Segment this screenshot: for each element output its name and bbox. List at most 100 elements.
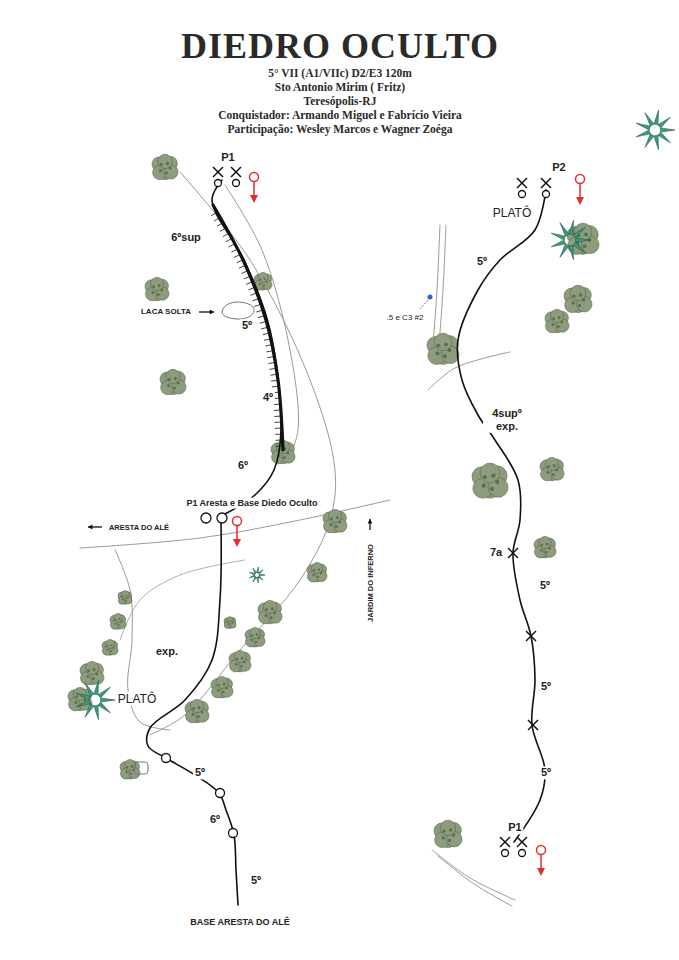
- bolt: [517, 178, 527, 188]
- dihedral-edge: [225, 185, 299, 460]
- pointer-arrow: [199, 310, 214, 315]
- tree: [185, 699, 209, 722]
- dihedral-line: [213, 205, 283, 450]
- dihedral-hatch: [274, 416, 281, 417]
- crack-line: [439, 225, 446, 345]
- rappel-icon: [576, 175, 585, 206]
- tree: [427, 333, 459, 364]
- dihedral-hatch: [214, 217, 220, 220]
- rock-edge: [438, 856, 512, 906]
- ring-anchor: [233, 180, 240, 187]
- agave-plant: [76, 680, 115, 719]
- ring-anchor: [229, 829, 238, 838]
- grade-label: 5º: [240, 319, 254, 332]
- dihedral-hatch: [276, 446, 283, 447]
- slope-line: [120, 560, 245, 640]
- plateau-label: PLATÔ: [116, 692, 158, 706]
- grade-label: 5º: [193, 766, 207, 779]
- tree: [229, 650, 251, 671]
- dihedral-hatch: [237, 260, 243, 263]
- dihedral-hatch: [211, 212, 217, 215]
- dihedral-hatch: [229, 244, 235, 247]
- gear-label: .5 e C3 #2: [385, 313, 426, 323]
- rappel-icon: [537, 846, 546, 877]
- tree: [224, 617, 236, 629]
- bolt: [528, 720, 538, 730]
- ring-anchor: [162, 754, 171, 763]
- dihedral-hatch: [275, 434, 282, 435]
- bolt: [231, 167, 241, 177]
- dihedral-hatch: [265, 345, 272, 346]
- bolt: [500, 837, 510, 847]
- agave-plant: [249, 567, 265, 583]
- dihedral-hatch: [248, 287, 255, 290]
- direction-arrow: [88, 525, 102, 530]
- rock-block: [134, 762, 148, 774]
- grade-label: 5º: [538, 579, 552, 592]
- ring-anchor: [216, 789, 225, 798]
- belay-label: P1: [506, 821, 523, 834]
- tree: [323, 509, 347, 532]
- dihedral-hatch: [268, 362, 275, 363]
- tree: [80, 661, 104, 684]
- dihedral-hatch: [226, 238, 232, 241]
- grade-line: 5° VII (A1/VIIc) D2/E3 120m: [268, 67, 412, 79]
- agave-plant: [636, 110, 675, 149]
- rock-edge: [150, 172, 336, 735]
- dihedral-hatch: [241, 271, 247, 274]
- rock-edge: [432, 850, 515, 900]
- dihedral-hatch: [256, 310, 263, 312]
- grade-label: 6º: [236, 459, 250, 472]
- grade-label: 5º: [539, 766, 553, 779]
- direction-label: ARESTA DO ALÊ: [107, 523, 171, 532]
- location: Teresópolis-RJ: [304, 95, 377, 107]
- tree: [258, 600, 282, 623]
- dihedral-hatch: [217, 223, 223, 226]
- ring-anchor: [215, 180, 222, 187]
- base-label: BASE ARESTA DO ALÊ: [188, 917, 291, 928]
- credits: Conquistador: Armando Miguel e Fabrício …: [218, 109, 462, 121]
- tree: [145, 277, 169, 300]
- leader-line: [420, 300, 428, 309]
- ring-anchor: [519, 191, 526, 198]
- grade-label: 7a: [488, 546, 504, 559]
- grade-label: 4supº exp.: [483, 407, 531, 433]
- rappel-icon: [233, 517, 242, 548]
- belay-label: P1 Aresta e Base Diedo Oculto: [184, 498, 319, 509]
- tree: [564, 285, 592, 312]
- bolt: [213, 167, 223, 177]
- dihedral-hatch: [254, 304, 261, 306]
- ring-anchor: [519, 850, 526, 857]
- bolt: [526, 631, 536, 641]
- tree: [118, 591, 132, 605]
- dihedral-hatch: [266, 351, 273, 352]
- tree: [540, 457, 564, 480]
- tree: [534, 536, 556, 557]
- route-line: [147, 520, 238, 905]
- route-line: [457, 190, 546, 842]
- dihedral-hatch: [271, 380, 278, 382]
- grade-label: 6ºsup: [169, 231, 203, 244]
- bolt: [541, 178, 551, 188]
- dihedral-hatch: [239, 265, 245, 268]
- tree: [211, 676, 233, 697]
- gear-marker: [428, 295, 433, 300]
- tree: [545, 309, 569, 332]
- grade-label: 4º: [261, 391, 275, 404]
- dihedral-hatch: [231, 249, 237, 252]
- dihedral-hatch: [220, 228, 226, 231]
- grade-label: 5º: [475, 255, 489, 268]
- ring-anchor: [201, 513, 211, 523]
- agave-plant: [551, 220, 590, 259]
- tree: [102, 640, 118, 656]
- dihedral-hatch: [264, 339, 271, 341]
- credits: Participação: Wesley Marcos e Wagner Zoé…: [228, 123, 453, 135]
- dihedral-hatch: [272, 386, 279, 388]
- dihedral-hatch: [275, 428, 282, 429]
- belay-label: P2: [550, 161, 567, 174]
- ring-anchor: [543, 191, 550, 198]
- grade-label: exp.: [154, 645, 180, 658]
- tree: [434, 820, 462, 847]
- plateau-edge: [115, 550, 170, 730]
